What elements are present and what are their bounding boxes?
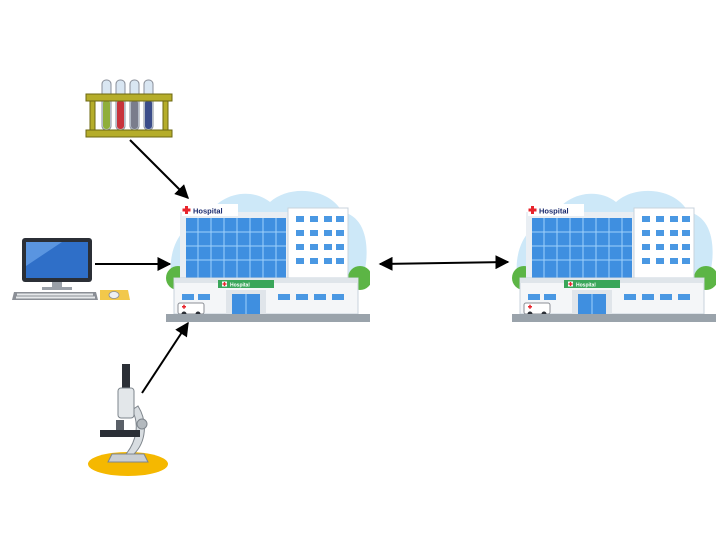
hospital-b-sign: Hospital bbox=[539, 207, 569, 216]
arrow-tubes-to-hospital bbox=[129, 139, 189, 199]
hospital-a-entrance-sign: Hospital bbox=[230, 282, 250, 288]
hospital-b-entrance-sign: Hospital bbox=[576, 282, 596, 288]
hospital-a-sign: Hospital bbox=[193, 207, 223, 216]
hospital-icon: Hospital Hospital bbox=[166, 190, 370, 322]
test-tubes-icon bbox=[84, 78, 176, 138]
hospital-icon: Hospital Hospital bbox=[512, 190, 716, 322]
hospital-b: Hospital Hospital bbox=[512, 182, 716, 324]
arrow-microscope-to-hospital bbox=[141, 321, 189, 394]
computer-icon bbox=[12, 236, 132, 302]
arrow-hospital-to-hospital bbox=[378, 255, 510, 271]
hospital-a: Hospital Hospital bbox=[166, 182, 370, 324]
microscope-icon bbox=[86, 362, 170, 478]
